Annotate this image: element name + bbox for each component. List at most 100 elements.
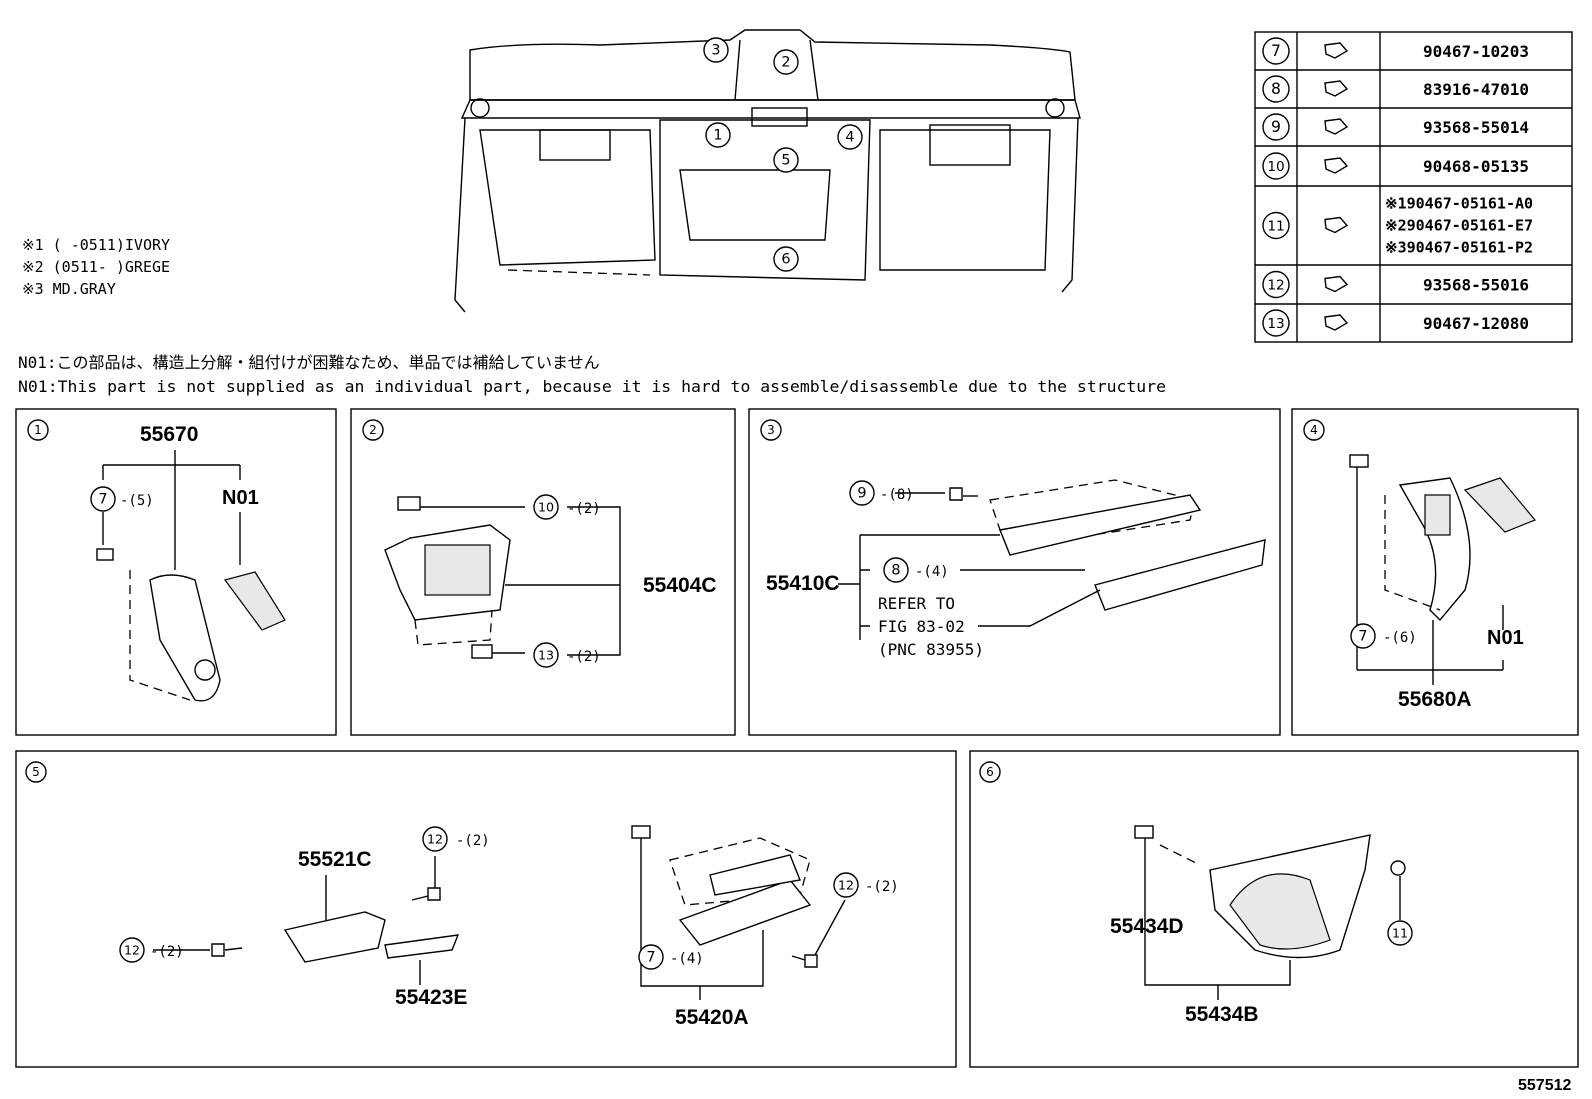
- clip-part: [1390, 860, 1406, 876]
- glovebox-lid-part: [678, 879, 812, 946]
- svg-text:7: 7: [1358, 629, 1367, 645]
- fastener-icon: [1324, 80, 1349, 97]
- table-part-number: ※390467-05161-P2: [1385, 239, 1533, 257]
- fastener-icon: [1324, 118, 1349, 135]
- table-part-number: ※190467-05161-A0: [1385, 195, 1533, 213]
- clip-qty: -(5): [120, 493, 154, 509]
- pocket-part: [709, 854, 801, 896]
- screw-qty: -(8): [880, 487, 914, 503]
- panel-ref-callout: 5: [25, 761, 47, 783]
- svg-text:12: 12: [427, 832, 443, 847]
- panel-frame-5: [15, 750, 957, 1068]
- screw-part: [427, 887, 441, 901]
- panel-frame-1: [15, 408, 337, 736]
- clip-qty: -(4): [670, 951, 704, 967]
- color-note: ※3 MD.GRAY: [22, 280, 116, 298]
- svg-text:12: 12: [124, 943, 140, 958]
- screw-part: [211, 943, 225, 957]
- clip-part: [1134, 825, 1154, 839]
- part-number-55404C: 55404C: [643, 574, 717, 597]
- svg-text:5: 5: [781, 153, 790, 169]
- upper-panel-part: [999, 494, 1202, 556]
- panel-frame-4: [1291, 408, 1579, 736]
- pad-part: [384, 934, 460, 959]
- svg-text:8: 8: [891, 563, 900, 579]
- svg-text:3: 3: [767, 423, 775, 437]
- table-part-number: 90467-12080: [1423, 314, 1529, 333]
- panel-1: 55670 N01 -(5): [96, 423, 286, 702]
- panel-5: 55521C -(2) -(2) 55423E -(4) 55420A -(2): [150, 825, 899, 1029]
- part-callout: 12: [422, 826, 448, 852]
- part-callout: 7: [90, 486, 116, 512]
- table-part-number: 90467-10203: [1423, 42, 1529, 61]
- svg-text:7: 7: [1271, 42, 1281, 60]
- clip-part: [397, 496, 421, 511]
- switch-panel-part: [283, 911, 386, 963]
- vent-part: [223, 571, 286, 631]
- svg-text:4: 4: [845, 130, 854, 146]
- panel-ref-callout: 3: [760, 419, 782, 441]
- screw-qty: -(2): [150, 944, 184, 960]
- panel-frame-2: [350, 408, 736, 736]
- overview-callout: 5: [773, 147, 799, 173]
- table-ref-callout: 11: [1262, 211, 1290, 240]
- fastener-icon: [1324, 275, 1349, 293]
- fastener-icon: [1324, 42, 1349, 59]
- part-callout: 9: [849, 480, 875, 506]
- table-ref-callout: 12: [1262, 270, 1290, 299]
- svg-text:8: 8: [1271, 80, 1281, 98]
- panel-ref-callout: 6: [979, 761, 1001, 783]
- overview-callout: 3: [703, 37, 729, 63]
- parts-table: 7 90467-10203 8 83916-47010 9 93568-55014 10 90…: [1254, 31, 1573, 343]
- color-note: ※2 (0511- )GREGE: [22, 258, 170, 276]
- part-callout: 13: [533, 642, 559, 668]
- figure-id: 557512: [1518, 1077, 1571, 1094]
- overview-callout: 6: [773, 246, 799, 272]
- svg-text:7: 7: [646, 950, 655, 966]
- screw-part: [804, 954, 818, 968]
- table-part-number: 83916-47010: [1423, 80, 1529, 99]
- part-number-55680A: 55680A: [1398, 688, 1472, 711]
- svg-text:6: 6: [781, 252, 790, 268]
- part-number-55434B: 55434B: [1185, 1003, 1259, 1026]
- part-number-55423E: 55423E: [395, 986, 467, 1009]
- panel-ref-callout: 4: [1303, 419, 1325, 441]
- svg-text:11: 11: [1267, 218, 1284, 234]
- table-ref-callout: 13: [1262, 309, 1290, 337]
- clip-part: [471, 644, 493, 659]
- part-callout: 7: [638, 944, 664, 970]
- panel-6: 55434D 55434B: [1110, 825, 1406, 1026]
- screw-qty: -(2): [865, 879, 899, 895]
- svg-text:2: 2: [781, 55, 790, 71]
- table-part-number: 93568-55016: [1423, 276, 1529, 295]
- lower-panel-part: [1094, 539, 1266, 611]
- part-number-55434D: 55434D: [1110, 915, 1184, 938]
- clip-qty: -(2): [567, 501, 601, 517]
- table-ref-callout: 7: [1262, 37, 1290, 65]
- clip-part: [96, 548, 114, 561]
- svg-text:10: 10: [1267, 159, 1284, 175]
- svg-text:12: 12: [1267, 277, 1284, 293]
- part-callout: 11: [1387, 920, 1413, 946]
- panel-frame-6: [969, 750, 1579, 1068]
- overview-callout: 1: [705, 122, 731, 148]
- svg-text:11: 11: [1392, 926, 1408, 941]
- part-callout: 7: [1350, 623, 1376, 649]
- panel-ref-callout: 1: [27, 419, 49, 441]
- table-part-number: 90468-05135: [1423, 157, 1529, 176]
- panel-2: -(2) -(2) 55404C: [384, 496, 717, 665]
- part-number-55670: 55670: [140, 423, 198, 446]
- refer-line: FIG 83-02: [878, 617, 965, 636]
- svg-text:1: 1: [713, 128, 722, 144]
- part-number-55521C: 55521C: [298, 848, 372, 871]
- part-callout: 8: [883, 557, 909, 583]
- svg-text:2: 2: [369, 423, 377, 437]
- svg-text:9: 9: [1271, 118, 1281, 136]
- table-ref-callout: 10: [1262, 152, 1290, 180]
- screw-part: [949, 487, 963, 501]
- panel-3: -(8) -(4) 55410C REFER TO FIG 83-02 (PNC…: [766, 479, 1266, 659]
- table-part-number: 93568-55014: [1423, 118, 1529, 137]
- clip-qty: -(6): [1383, 630, 1417, 646]
- overview-callout: 4: [837, 124, 863, 150]
